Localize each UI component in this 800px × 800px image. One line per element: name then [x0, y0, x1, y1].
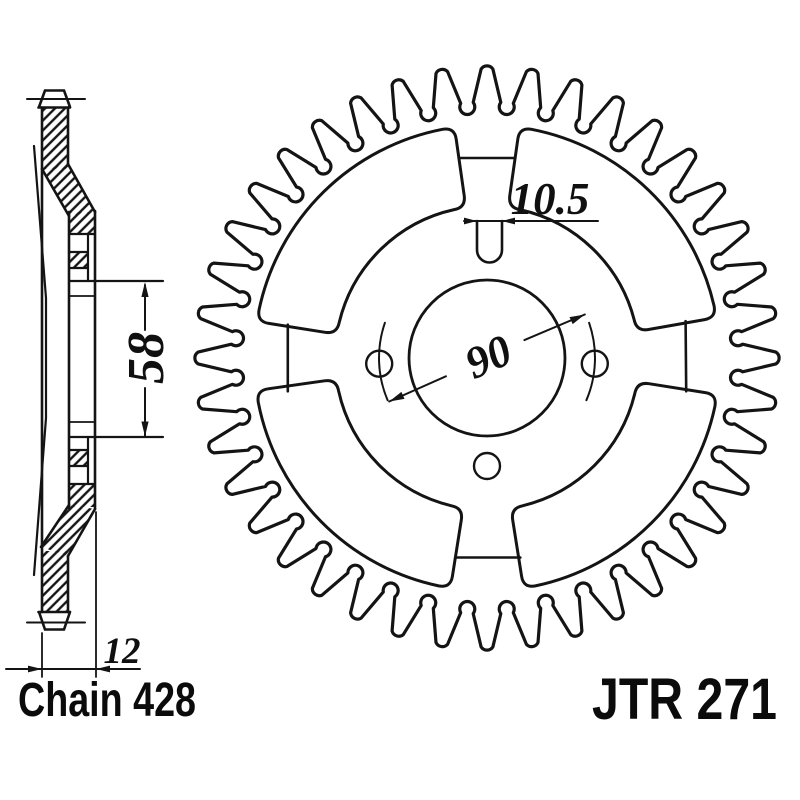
- dim-label-bore: 58: [118, 332, 175, 384]
- dim-slot-width: [463, 217, 599, 225]
- section-silhouette: [32, 144, 48, 577]
- labels: 58 12 10.5 90 Chain 428 JTR 271: [18, 174, 777, 732]
- dim-bolt-circle: [388, 313, 586, 403]
- lightening-window-lower-right: [510, 381, 717, 588]
- part-number-label: JTR 271: [592, 667, 777, 732]
- mounting-slot-top: [475, 219, 504, 264]
- lightening-window-lower-left: [256, 379, 464, 588]
- bolt-circle-arc-left: [378, 321, 389, 402]
- chain-spec-label: Chain 428: [18, 674, 196, 727]
- lightening-window-upper-right: [508, 127, 716, 332]
- section-bottom-tooth: [37, 610, 72, 631]
- dim-label-bolt-circle: 90: [458, 325, 519, 389]
- dim-offset-width: [5, 511, 141, 678]
- section-hatch: [41, 107, 95, 612]
- front-view: [193, 64, 781, 652]
- center-bore: [407, 278, 567, 438]
- bolt-circle-arc-right: [585, 321, 596, 402]
- lightening-window-upper-left: [257, 127, 466, 335]
- bridge-chords: [286, 156, 688, 559]
- bolt-hole-bottom: [472, 451, 502, 481]
- dim-bore: [141, 282, 149, 437]
- sprocket-teeth-outline: [193, 64, 781, 652]
- dim-label-slot-width: 10.5: [511, 174, 590, 224]
- dim-label-offset-width: 12: [104, 631, 141, 672]
- dimensions: [5, 217, 599, 678]
- section-view: [26, 89, 165, 631]
